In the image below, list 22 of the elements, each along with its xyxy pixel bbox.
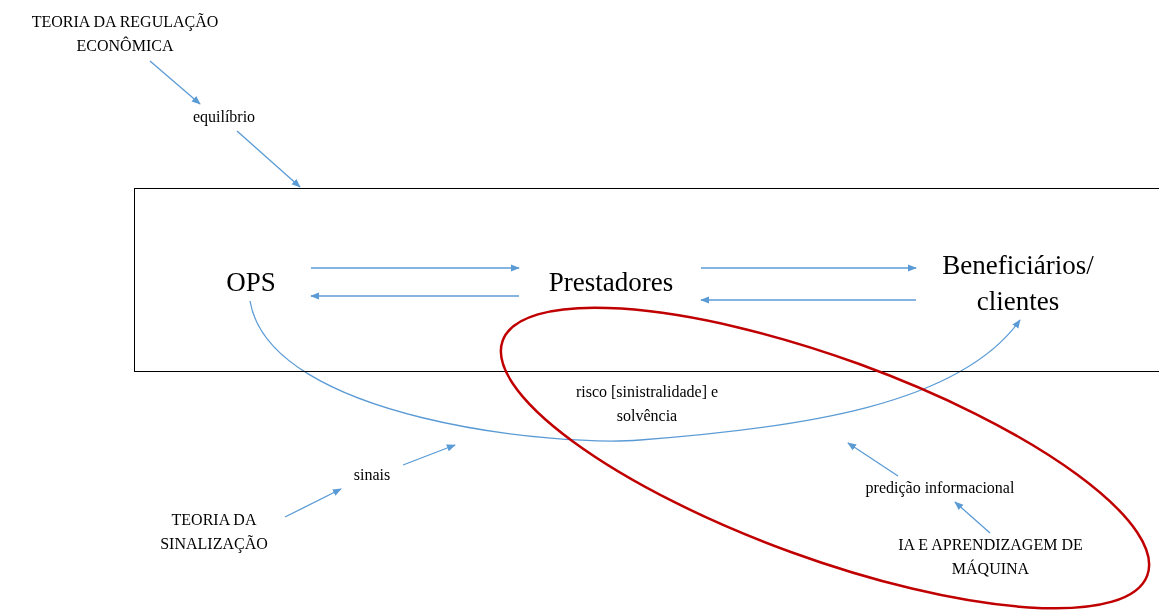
- concept-label: predição informacional: [835, 476, 1045, 500]
- arrow: [954, 501, 991, 534]
- theory-label: TEORIA DA REGULAÇÃO ECONÔMICA: [5, 10, 245, 58]
- arrow: [236, 130, 301, 188]
- actor-label: OPS: [191, 265, 311, 301]
- actor-label: Prestadores: [521, 265, 701, 301]
- actor-label: Beneficiários/ clientes: [918, 248, 1118, 320]
- arrow: [249, 300, 1021, 442]
- concept-label: equilíbrio: [174, 105, 274, 129]
- arrow: [700, 296, 917, 304]
- arrow: [700, 264, 917, 272]
- theory-label: TEORIA DA SINALIZAÇÃO: [144, 508, 284, 556]
- system-box: [134, 188, 1159, 372]
- arrow: [284, 488, 342, 518]
- arrow: [310, 292, 520, 300]
- arrow: [847, 442, 899, 477]
- arrow: [149, 60, 201, 105]
- theory-label: IA E APRENDIZAGEM DE MÁQUINA: [898, 533, 1083, 581]
- arrow: [310, 264, 520, 272]
- concept-label: risco [sinistralidade] e solvência: [547, 380, 747, 428]
- concept-label: sinais: [342, 463, 402, 487]
- arrow: [402, 444, 456, 466]
